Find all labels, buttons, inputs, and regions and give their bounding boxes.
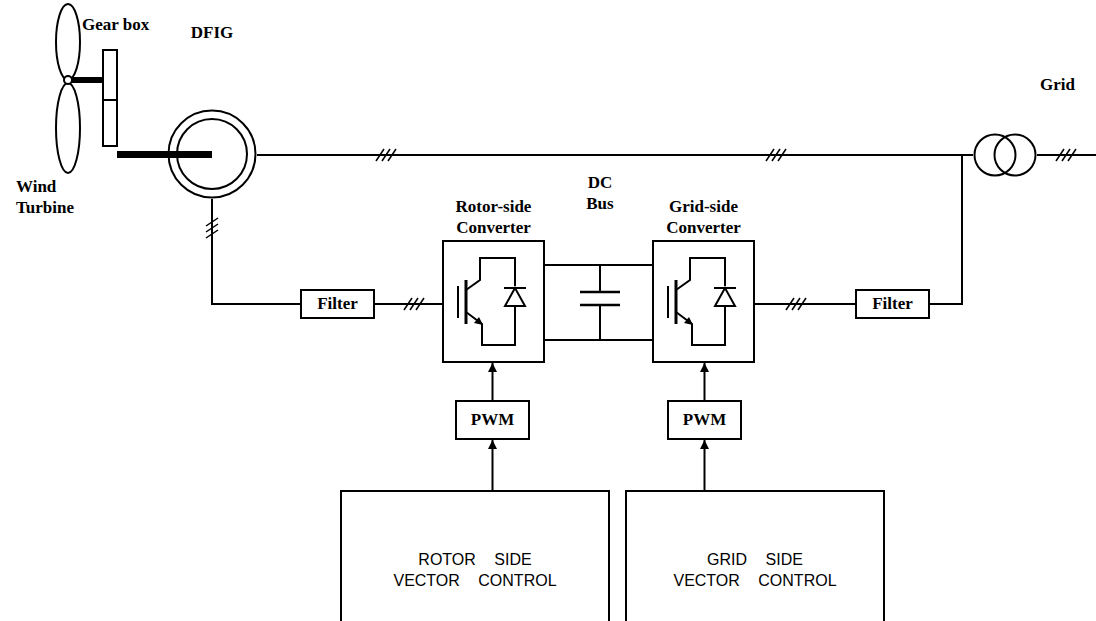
heading-label: Rotor-side Converter bbox=[444, 196, 543, 239]
stator-ring bbox=[169, 111, 256, 198]
filter-box: Filter bbox=[855, 289, 930, 319]
rotor-ring bbox=[177, 119, 247, 189]
turbine-blade bbox=[56, 83, 80, 173]
signal-arrow bbox=[492, 363, 494, 400]
signal-arrow bbox=[704, 440, 706, 490]
part-label: DC Bus bbox=[576, 172, 624, 215]
igbt-symbol bbox=[668, 258, 736, 345]
power-line bbox=[375, 303, 442, 305]
capacitor-plate bbox=[580, 291, 620, 294]
power-line bbox=[930, 155, 962, 304]
transformer-outline bbox=[973, 133, 1037, 177]
igbt-symbol bbox=[458, 258, 526, 345]
generator-outline bbox=[167, 109, 257, 199]
box-label: Filter bbox=[317, 293, 358, 314]
part-label: Gear box bbox=[82, 14, 149, 35]
signal-arrow bbox=[704, 363, 706, 400]
turbine-shaft bbox=[68, 77, 104, 83]
heading-label: Grid-side Converter bbox=[654, 196, 753, 239]
box-label: PWM bbox=[471, 409, 514, 430]
turbine-blade bbox=[56, 4, 80, 80]
control-label: ROTOR SIDE VECTOR CONTROL bbox=[389, 550, 561, 592]
heading-label: DFIG bbox=[191, 22, 234, 43]
signal-arrow bbox=[492, 440, 494, 490]
power-line bbox=[212, 199, 300, 304]
filter-box: Filter bbox=[300, 289, 375, 319]
pwm-box: PWM bbox=[667, 400, 742, 440]
power-line bbox=[545, 264, 652, 266]
three-phase-marks bbox=[206, 149, 1076, 310]
part-label: Wind Turbine bbox=[16, 176, 82, 219]
power-line bbox=[545, 339, 652, 341]
control-label: GRID SIDE VECTOR CONTROL bbox=[669, 550, 841, 592]
generator-circle: DFIG bbox=[167, 109, 257, 199]
control-box: ROTOR SIDE VECTOR CONTROL bbox=[340, 490, 610, 621]
generator-shaft bbox=[117, 151, 212, 158]
heading-label: Grid bbox=[1040, 74, 1075, 95]
pwm-box: PWM bbox=[455, 400, 530, 440]
converter-box: Rotor-side Converter bbox=[442, 240, 545, 363]
box-label: PWM bbox=[683, 409, 726, 430]
transformer-symbol: Grid bbox=[973, 133, 1037, 177]
phase-mark bbox=[1068, 149, 1076, 161]
gear-box bbox=[103, 50, 117, 100]
box-label: Filter bbox=[872, 293, 913, 314]
capacitor-lead bbox=[599, 265, 601, 292]
transformer-winding bbox=[995, 135, 1036, 176]
power-line bbox=[257, 154, 973, 156]
control-box: GRID SIDE VECTOR CONTROL bbox=[625, 490, 885, 621]
capacitor-lead bbox=[599, 305, 601, 340]
gear-box bbox=[103, 100, 117, 146]
turbine-hub bbox=[64, 76, 72, 84]
power-line bbox=[755, 303, 855, 305]
converter-box: Grid-side Converter bbox=[652, 240, 755, 363]
